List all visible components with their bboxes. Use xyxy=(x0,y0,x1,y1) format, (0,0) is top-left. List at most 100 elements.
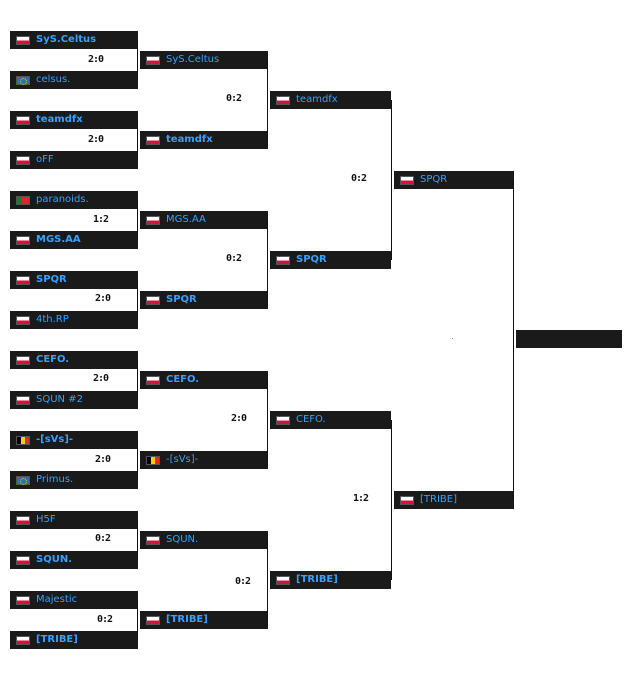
team-name: paranoids. xyxy=(36,194,89,205)
bracket-slot-r1-9[interactable]: CEFO. xyxy=(10,351,138,369)
bracket-slot-r1-15[interactable]: Majestic xyxy=(10,591,138,609)
belgium-flag-icon xyxy=(16,436,30,445)
team-name: teamdfx xyxy=(36,114,83,125)
match-score: 0:2 xyxy=(95,533,111,544)
bracket-slot-r2-4[interactable]: SPQR xyxy=(140,291,268,309)
bracket-slot-r4-1[interactable]: SPQR xyxy=(394,171,514,189)
team-name: -[sVs]- xyxy=(166,454,199,465)
bracket-connector xyxy=(137,440,138,480)
match-score: 2:0 xyxy=(88,134,104,145)
bracket-slot-r3-4[interactable]: [TRIBE] xyxy=(270,571,391,589)
team-name: CEFO. xyxy=(296,414,326,425)
match-score: 2:0 xyxy=(88,54,104,65)
bracket-slot-r1-3[interactable]: teamdfx xyxy=(10,111,138,129)
bracket-slot-r2-2[interactable]: teamdfx xyxy=(140,131,268,149)
match-score: 0:2 xyxy=(226,93,242,104)
bracket-slot-r2-3[interactable]: MGS.AA xyxy=(140,211,268,229)
match-score: 2:0 xyxy=(95,293,111,304)
bracket-slot-r1-11[interactable]: -[sVs]- xyxy=(10,431,138,449)
match-score: 0:2 xyxy=(235,576,251,587)
poland-flag-icon xyxy=(16,276,30,285)
bracket-slot-r1-1[interactable]: SyS.Celtus xyxy=(10,31,138,49)
bracket-connector xyxy=(267,220,268,300)
match-score: 1:2 xyxy=(93,214,109,225)
bracket-slot-r2-7[interactable]: SQUN. xyxy=(140,531,268,549)
team-name: [TRIBE] xyxy=(296,574,338,585)
poland-flag-icon xyxy=(16,36,30,45)
bracket-connector xyxy=(137,600,138,640)
bracket-connector xyxy=(267,380,268,460)
portugal-flag-icon xyxy=(16,196,30,205)
team-name: SQUN. xyxy=(166,534,199,545)
bracket-slot-r1-13[interactable]: H5F xyxy=(10,511,138,529)
poland-flag-icon xyxy=(16,316,30,325)
bracket-slot-r2-8[interactable]: [TRIBE] xyxy=(140,611,268,629)
team-name: 4th.RP xyxy=(36,314,69,325)
team-name: SPQR xyxy=(420,174,448,185)
team-name: [TRIBE] xyxy=(420,494,457,505)
bracket-slot-r3-3[interactable]: CEFO. xyxy=(270,411,391,429)
team-name: Majestic xyxy=(36,594,78,605)
decorative-dot xyxy=(452,338,453,339)
team-name: SQUN #2 xyxy=(36,394,83,405)
europe-flag-icon xyxy=(16,76,30,85)
bracket-slot-r1-14[interactable]: SQUN. xyxy=(10,551,138,569)
team-name: SPQR xyxy=(166,294,197,305)
bracket-slot-r2-1[interactable]: SyS.Celtus xyxy=(140,51,268,69)
poland-flag-icon xyxy=(400,496,414,505)
bracket-slot-final[interactable] xyxy=(516,330,622,348)
bracket-slot-r1-5[interactable]: paranoids. xyxy=(10,191,138,209)
match-score: 2:0 xyxy=(93,373,109,384)
bracket-slot-r1-7[interactable]: SPQR xyxy=(10,271,138,289)
bracket-slot-r1-16[interactable]: [TRIBE] xyxy=(10,631,138,649)
bracket-slot-r1-4[interactable]: oFF xyxy=(10,151,138,169)
bracket-slot-r1-2[interactable]: celsus. xyxy=(10,71,138,89)
bracket-connector xyxy=(137,520,138,560)
poland-flag-icon xyxy=(146,136,160,145)
poland-flag-icon xyxy=(400,176,414,185)
poland-flag-icon xyxy=(16,116,30,125)
bracket-connector xyxy=(391,420,392,580)
team-name: MGS.AA xyxy=(36,234,81,245)
team-name: -[sVs]- xyxy=(36,434,74,445)
team-name: CEFO. xyxy=(36,354,70,365)
bracket-connector xyxy=(137,360,138,400)
bracket-slot-r3-2[interactable]: SPQR xyxy=(270,251,391,269)
bracket-slot-r3-1[interactable]: teamdfx xyxy=(270,91,391,109)
bracket-connector xyxy=(267,540,268,620)
team-name: oFF xyxy=(36,154,54,165)
bracket-slot-r1-12[interactable]: Primus. xyxy=(10,471,138,489)
bracket-slot-r4-2[interactable]: [TRIBE] xyxy=(394,491,514,509)
poland-flag-icon xyxy=(276,256,290,265)
match-score: 2:0 xyxy=(231,413,247,424)
team-name: [TRIBE] xyxy=(166,614,208,625)
match-score: 0:2 xyxy=(226,253,242,264)
bracket-slot-r1-10[interactable]: SQUN #2 xyxy=(10,391,138,409)
team-name: MGS.AA xyxy=(166,214,206,225)
team-name: SQUN. xyxy=(36,554,72,565)
poland-flag-icon xyxy=(276,96,290,105)
poland-flag-icon xyxy=(146,56,160,65)
team-name: SyS.Celtus xyxy=(36,34,97,45)
bracket-connector xyxy=(391,100,392,260)
poland-flag-icon xyxy=(16,396,30,405)
poland-flag-icon xyxy=(16,516,30,525)
poland-flag-icon xyxy=(276,576,290,585)
team-name: H5F xyxy=(36,514,56,525)
bracket-slot-r2-6[interactable]: -[sVs]- xyxy=(140,451,268,469)
poland-flag-icon xyxy=(16,356,30,365)
poland-flag-icon xyxy=(16,156,30,165)
bracket-slot-r1-8[interactable]: 4th.RP xyxy=(10,311,138,329)
bracket-connector xyxy=(137,280,138,320)
team-name: teamdfx xyxy=(296,94,338,105)
bracket-slot-r1-6[interactable]: MGS.AA xyxy=(10,231,138,249)
poland-flag-icon xyxy=(16,596,30,605)
team-name: [TRIBE] xyxy=(36,634,78,645)
bracket-connector xyxy=(137,40,138,80)
poland-flag-icon xyxy=(276,416,290,425)
poland-flag-icon xyxy=(146,616,160,625)
bracket-slot-r2-5[interactable]: CEFO. xyxy=(140,371,268,389)
poland-flag-icon xyxy=(16,636,30,645)
poland-flag-icon xyxy=(16,236,30,245)
bracket-connector xyxy=(267,60,268,140)
